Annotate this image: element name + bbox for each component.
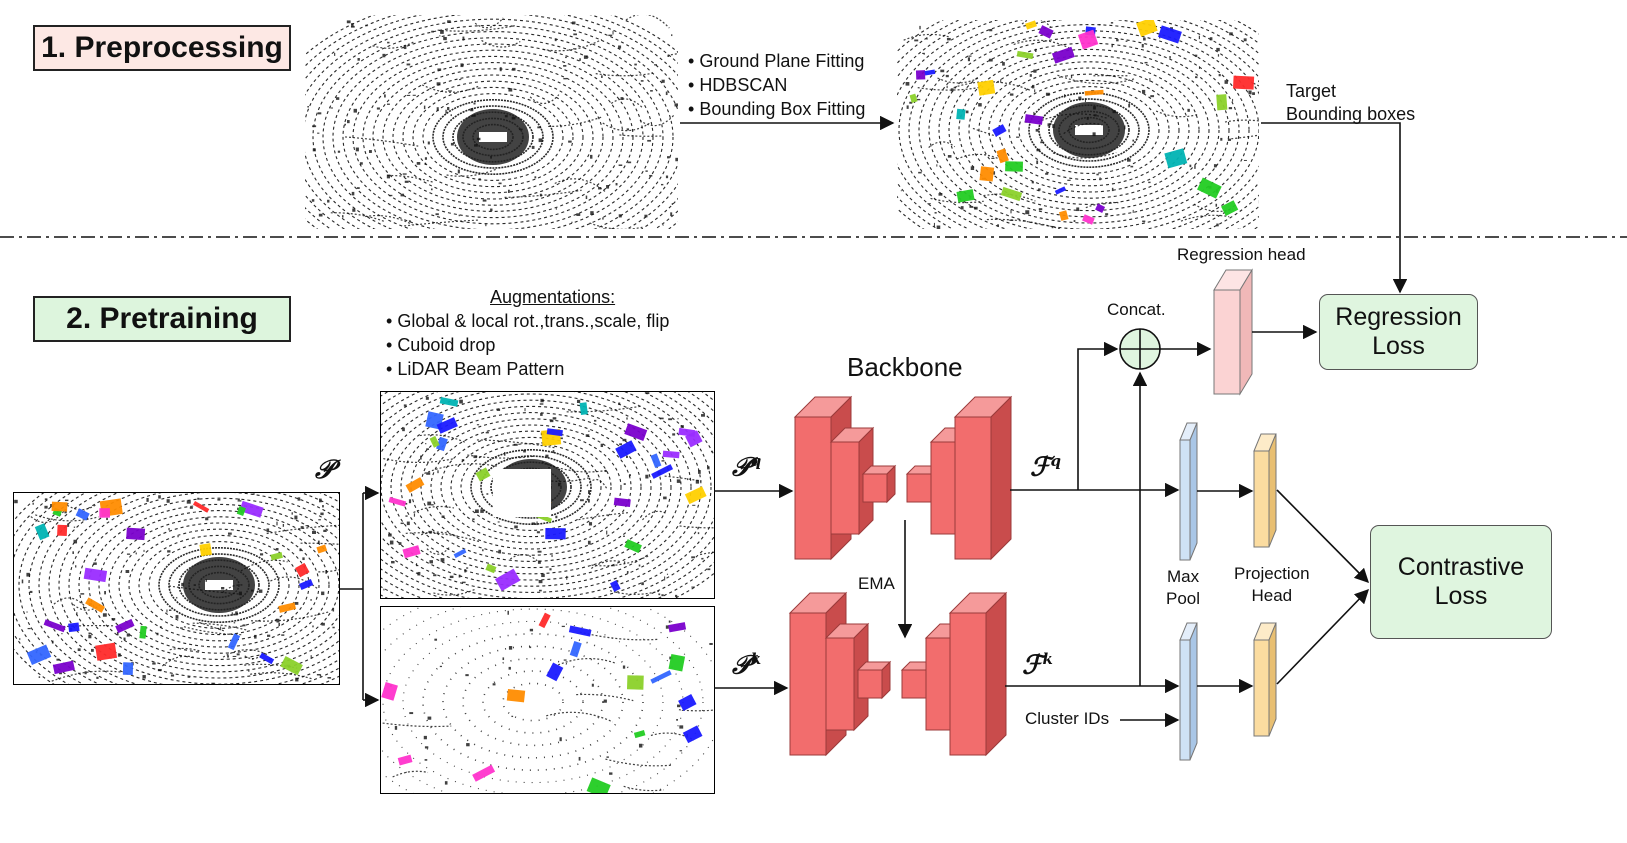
concat-label: Concat. xyxy=(1107,300,1166,319)
step-bbox-fitting: Bounding Box Fitting xyxy=(688,97,865,121)
backbone-query xyxy=(793,395,1013,561)
symbol-pq: 𝒫q xyxy=(732,452,762,483)
symbol-p: 𝒫 xyxy=(315,455,334,485)
input-point-cloud xyxy=(13,492,340,685)
step-ground-plane: Ground Plane Fitting xyxy=(688,49,865,73)
step-hdbscan: HDBSCAN xyxy=(688,73,865,97)
fq-to-concat-arrow xyxy=(1077,341,1119,490)
cluster-ids-label: Cluster IDs xyxy=(1025,709,1110,728)
regression-head-block xyxy=(1213,268,1253,396)
preprocessing-title: 1. Preprocessing xyxy=(33,25,291,71)
split-arrows xyxy=(340,485,380,708)
clustered-point-cloud xyxy=(897,20,1259,229)
aug-item-2: Cuboid drop xyxy=(386,333,669,357)
key-augmented-point-cloud xyxy=(380,606,715,794)
contrastive-loss-box: Contrastive Loss xyxy=(1370,525,1552,639)
target-label: Target Bounding boxes xyxy=(1286,81,1416,124)
augmentations-title: Augmentations: xyxy=(490,287,616,307)
augmentations-list: Global & local rot.,trans.,scale, flip C… xyxy=(386,309,669,381)
symbol-pk: 𝒫k xyxy=(732,650,762,681)
aug-item-3: LiDAR Beam Pattern xyxy=(386,357,669,381)
symbol-fk: ℱk xyxy=(1022,650,1053,681)
proj-q-to-contrastive-arrow xyxy=(1276,489,1370,584)
projection-head-query xyxy=(1253,433,1277,548)
regression-loss-box: Regression Loss xyxy=(1319,294,1478,370)
pretraining-title: 2. Pretraining xyxy=(33,296,291,342)
query-augmented-point-cloud xyxy=(380,391,715,599)
backbone-label: Backbone xyxy=(847,352,963,382)
aug-item-1: Global & local rot.,trans.,scale, flip xyxy=(386,309,669,333)
target-arrow xyxy=(1261,122,1408,294)
max-pool-label: Max Pool xyxy=(1166,567,1201,608)
max-pool-key xyxy=(1179,622,1198,761)
projection-head-label: Projection Head xyxy=(1234,564,1310,605)
symbol-fq: ℱq xyxy=(1030,452,1061,483)
cuboid-drop-region xyxy=(493,469,551,517)
ema-label: EMA xyxy=(858,574,895,593)
regression-head-label: Regression head xyxy=(1177,245,1306,264)
raw-point-cloud xyxy=(305,15,678,229)
backbone-key xyxy=(788,591,1008,757)
max-pool-query xyxy=(1179,422,1198,561)
preprocessing-steps: Ground Plane Fitting HDBSCAN Bounding Bo… xyxy=(688,49,865,121)
concat-symbol xyxy=(1119,328,1161,370)
projection-head-key xyxy=(1253,622,1277,737)
proj-k-to-contrastive-arrow xyxy=(1276,588,1370,685)
